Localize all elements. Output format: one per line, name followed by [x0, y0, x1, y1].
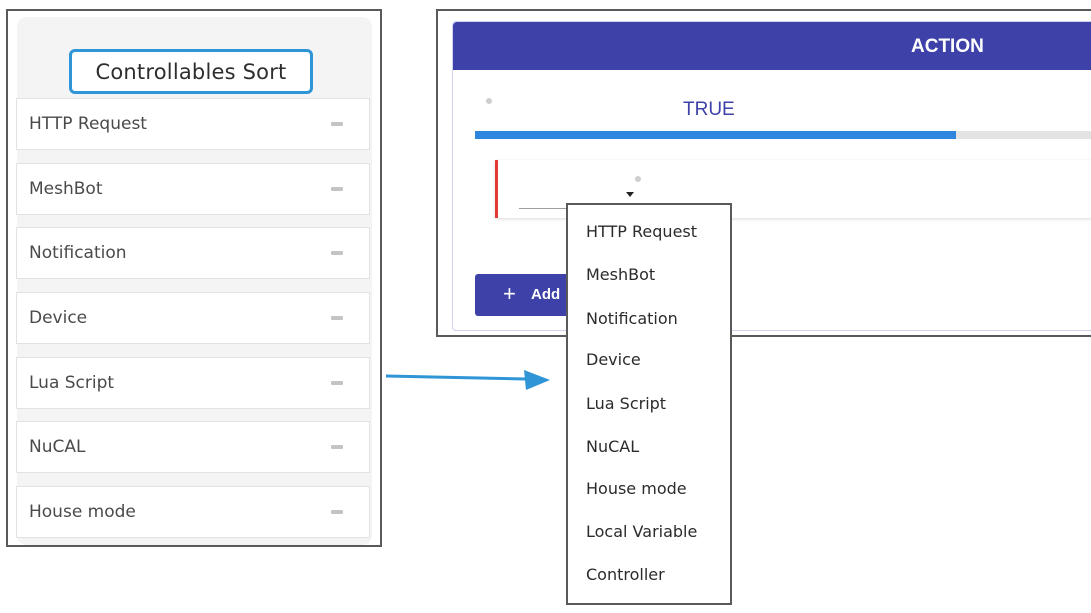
- progress-fill: [475, 131, 956, 139]
- add-action-label: Add: [531, 286, 561, 303]
- drag-handle-icon[interactable]: [331, 316, 343, 320]
- sort-item-label: Lua Script: [29, 373, 115, 393]
- drag-handle-icon[interactable]: [331, 251, 343, 255]
- sort-item-label: HTTP Request: [29, 114, 147, 134]
- dropdown-item-nucal[interactable]: NuCAL: [586, 437, 640, 456]
- error-indicator-bar: [495, 160, 498, 218]
- progress-bar: [475, 131, 1091, 139]
- plus-icon: +: [503, 281, 516, 306]
- dropdown-item-meshbot[interactable]: MeshBot: [586, 265, 656, 284]
- dropdown-item-http-request[interactable]: HTTP Request: [586, 222, 698, 241]
- sort-item-label: MeshBot: [29, 179, 103, 199]
- sort-item-label: NuCAL: [29, 437, 86, 457]
- sort-item-notification[interactable]: Notification: [16, 227, 370, 279]
- action-card: ACTION TRUE + Add: [452, 21, 1091, 331]
- action-header-title: ACTION: [911, 36, 984, 57]
- drag-handle-icon[interactable]: [331, 122, 343, 126]
- dropdown-item-device[interactable]: Device: [586, 350, 641, 369]
- sort-item-meshbot[interactable]: MeshBot: [16, 163, 370, 215]
- drag-handle-icon[interactable]: [331, 510, 343, 514]
- sort-item-http-request[interactable]: HTTP Request: [16, 98, 370, 150]
- sort-item-label: House mode: [29, 502, 136, 522]
- chevron-down-icon[interactable]: [626, 192, 634, 197]
- dropdown-item-controller[interactable]: Controller: [586, 565, 665, 584]
- action-panel-frame: ACTION TRUE + Add: [436, 9, 1091, 337]
- status-dot-icon: [635, 176, 641, 182]
- drag-handle-icon[interactable]: [331, 381, 343, 385]
- drag-handle-icon[interactable]: [331, 187, 343, 191]
- action-type-dropdown: HTTP Request MeshBot Notification Device…: [566, 203, 732, 605]
- sort-item-lua-script[interactable]: Lua Script: [16, 357, 370, 409]
- dropdown-item-local-variable[interactable]: Local Variable: [586, 522, 698, 541]
- sort-item-label: Notification: [29, 243, 127, 263]
- pointer-arrow-icon: [385, 370, 550, 390]
- sort-item-label: Device: [29, 308, 88, 328]
- sort-item-device[interactable]: Device: [16, 292, 370, 344]
- dropdown-item-notification[interactable]: Notification: [586, 309, 678, 328]
- drag-handle-icon[interactable]: [331, 445, 343, 449]
- sort-item-nucal[interactable]: NuCAL: [16, 421, 370, 473]
- dropdown-item-lua-script[interactable]: Lua Script: [586, 394, 667, 413]
- dropdown-item-house-mode[interactable]: House mode: [586, 479, 687, 498]
- branch-label: TRUE: [683, 99, 735, 120]
- status-dot-icon: [486, 98, 492, 104]
- sort-item-house-mode[interactable]: House mode: [16, 486, 370, 538]
- action-header: ACTION: [453, 22, 1091, 70]
- controllables-sort-title: Controllables Sort: [69, 49, 313, 94]
